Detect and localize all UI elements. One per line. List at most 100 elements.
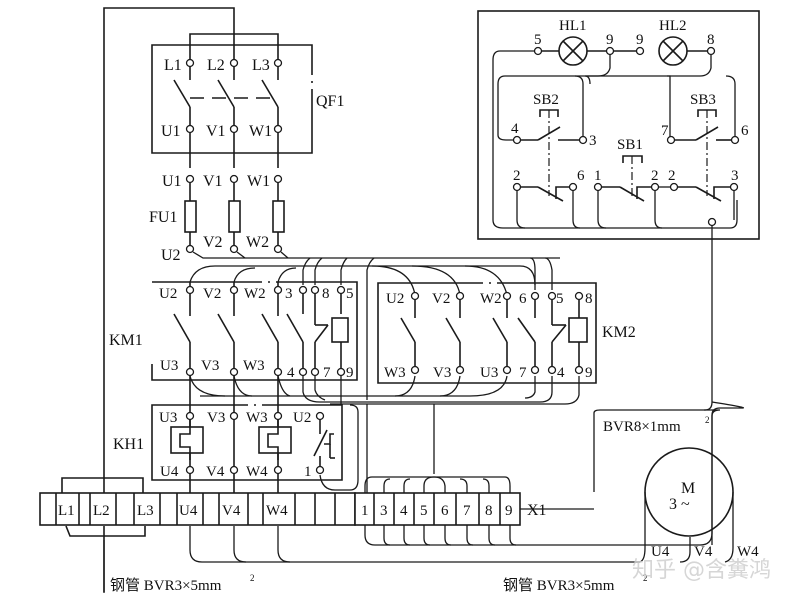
km2-top-4: 6 bbox=[519, 291, 527, 307]
km1-top-5: 8 bbox=[322, 286, 330, 302]
x1-cell-6: 6 bbox=[441, 503, 449, 519]
terminal-l3 bbox=[273, 58, 283, 68]
lamp-hl2-right: 8 bbox=[707, 32, 715, 48]
x1-cell-7: 7 bbox=[463, 503, 471, 519]
fu1-in-3: W1 bbox=[247, 173, 270, 190]
terminal-w1 bbox=[273, 124, 283, 134]
control-cable-label: BVR8×1mm bbox=[603, 419, 681, 435]
motor-lead-w4: W4 bbox=[737, 544, 759, 560]
km2-bot-1: W3 bbox=[384, 365, 406, 381]
km2-top-6: 8 bbox=[585, 291, 593, 307]
km2-top-5: 5 bbox=[556, 291, 564, 307]
fu1-in-2: V1 bbox=[203, 173, 223, 190]
kh1-label: KH1 bbox=[113, 436, 144, 453]
thermal-relay-kh1: U3 V3 W3 U2 U4 V4 W4 1 KH1 bbox=[113, 400, 359, 498]
kh1-top-2: V3 bbox=[207, 410, 225, 426]
sb2-no-b: 3 bbox=[589, 133, 597, 149]
contactor-km2: U2 V2 W2 6 5 8 W3 V3 U3 7 4 9 KM2 bbox=[377, 282, 636, 384]
sb3-no-b: 6 bbox=[741, 123, 749, 139]
fu1-in-1: U1 bbox=[162, 173, 182, 190]
lamp-hl2-left: 9 bbox=[636, 32, 644, 48]
lamp-hl1-right: 9 bbox=[606, 32, 614, 48]
lower-bus-wiring bbox=[189, 375, 580, 498]
power-terminal-strip: L1 L2 L3 U4 V4 W4 bbox=[39, 477, 356, 592]
control-cable-sup: 2 bbox=[705, 415, 710, 425]
km1-top-2: V2 bbox=[203, 286, 221, 302]
sb2-nc-a: 2 bbox=[513, 168, 521, 184]
km1-bot-6: 9 bbox=[346, 365, 354, 381]
fu1-label: FU1 bbox=[149, 209, 177, 226]
motor-lead-v4: V4 bbox=[694, 544, 713, 560]
x1-cell-4: 4 bbox=[400, 503, 408, 519]
strip-cell-l3: L3 bbox=[137, 503, 154, 519]
fu1-out-1: U2 bbox=[161, 247, 181, 264]
watermark: 知乎 @含糞鸿 bbox=[632, 558, 771, 583]
qf1-in-1: L1 bbox=[164, 57, 182, 74]
lamp-hl1-left: 5 bbox=[534, 32, 542, 48]
kh1-top-4: U2 bbox=[293, 410, 311, 426]
x1-cell-1: 1 bbox=[361, 503, 369, 519]
x1-cell-8: 8 bbox=[485, 503, 493, 519]
km1-bot-1: U3 bbox=[160, 358, 178, 374]
control-terminal-strip-x1: 1 3 4 5 6 7 8 9 X1 bbox=[354, 401, 744, 546]
motor-symbol: M bbox=[681, 480, 695, 497]
km1-top-6: 5 bbox=[346, 286, 354, 302]
km2-top-3: W2 bbox=[480, 291, 502, 307]
strip-cell-l1: L1 bbox=[58, 503, 75, 519]
qf1-out-1: U1 bbox=[161, 123, 181, 140]
km1-bot-5: 7 bbox=[323, 365, 331, 381]
motor-m: M 3 ~ U4 V4 W4 bbox=[644, 447, 759, 560]
fu1-out-2: V2 bbox=[203, 234, 223, 251]
motor-cable-label: 钢管 BVR3×5mm bbox=[503, 577, 615, 594]
km1-bot-2: V3 bbox=[201, 358, 219, 374]
fuse-fu1: U1 V1 W1 FU1 U2 V2 W2 bbox=[149, 173, 285, 264]
qf1-label: QF1 bbox=[316, 93, 344, 110]
x1-label: X1 bbox=[527, 502, 547, 519]
x1-cell-3: 3 bbox=[380, 503, 388, 519]
motor-phase: 3 ~ bbox=[669, 496, 690, 513]
km2-top-1: U2 bbox=[386, 291, 404, 307]
strip-cell-v4: V4 bbox=[222, 503, 241, 519]
sb2-nc-b: 6 bbox=[577, 168, 585, 184]
kh1-bot-2: V4 bbox=[206, 464, 225, 480]
x1-cell-5: 5 bbox=[420, 503, 428, 519]
km1-top-4: 3 bbox=[285, 286, 293, 302]
supply-cable-sup: 2 bbox=[250, 573, 255, 583]
x1-cell-9: 9 bbox=[505, 503, 513, 519]
motor-cable-sup: 2 bbox=[643, 573, 648, 583]
sb1-nc-a: 1 bbox=[594, 168, 602, 184]
kh1-top-1: U3 bbox=[159, 410, 177, 426]
km1-label: KM1 bbox=[109, 332, 143, 349]
km1-bot-3: W3 bbox=[243, 358, 265, 374]
power-bus-wiring bbox=[189, 251, 560, 400]
cable-captions: 钢管 BVR3×5mm 2 钢管 BVR3×5mm 2 bbox=[103, 540, 648, 594]
km1-top-3: W2 bbox=[244, 286, 266, 302]
kh1-bot-4: 1 bbox=[304, 464, 312, 480]
terminal-u1 bbox=[185, 124, 195, 134]
sb3-nc-b: 3 bbox=[731, 168, 739, 184]
kh1-bot-1: U4 bbox=[160, 464, 179, 480]
terminal-v1 bbox=[229, 124, 239, 134]
breaker-qf1: L1 L2 L3 U1 V1 W1 QF1 bbox=[151, 44, 344, 168]
control-panel: HL1 HL2 5 9 9 8 SB2 4 3 2 6 SB1 bbox=[477, 10, 760, 240]
supply-feed-wire bbox=[103, 7, 279, 498]
supply-cable-label: 钢管 BVR3×5mm bbox=[110, 577, 222, 594]
lamp-hl1-label: HL1 bbox=[559, 18, 587, 34]
strip-cell-w4: W4 bbox=[266, 503, 288, 519]
control-cable: BVR8×1mm 2 bbox=[520, 224, 721, 545]
strip-cell-l2: L2 bbox=[93, 503, 110, 519]
qf1-in-2: L2 bbox=[207, 57, 225, 74]
sb2-label: SB2 bbox=[533, 92, 559, 108]
qf1-out-2: V1 bbox=[206, 123, 226, 140]
qf1-out-3: W1 bbox=[249, 123, 272, 140]
sb1-label: SB1 bbox=[617, 137, 643, 153]
sb1-nc-b: 2 bbox=[651, 168, 659, 184]
km2-bot-2: V3 bbox=[433, 365, 451, 381]
strip-cell-u4: U4 bbox=[179, 503, 198, 519]
contactor-km1: U2 V2 W2 3 8 5 U3 V3 W3 4 7 9 KM1 bbox=[109, 281, 358, 400]
kh1-bot-3: W4 bbox=[246, 464, 268, 480]
terminal-l1 bbox=[185, 58, 195, 68]
km2-label: KM2 bbox=[602, 324, 636, 341]
km1-top-1: U2 bbox=[159, 286, 177, 302]
